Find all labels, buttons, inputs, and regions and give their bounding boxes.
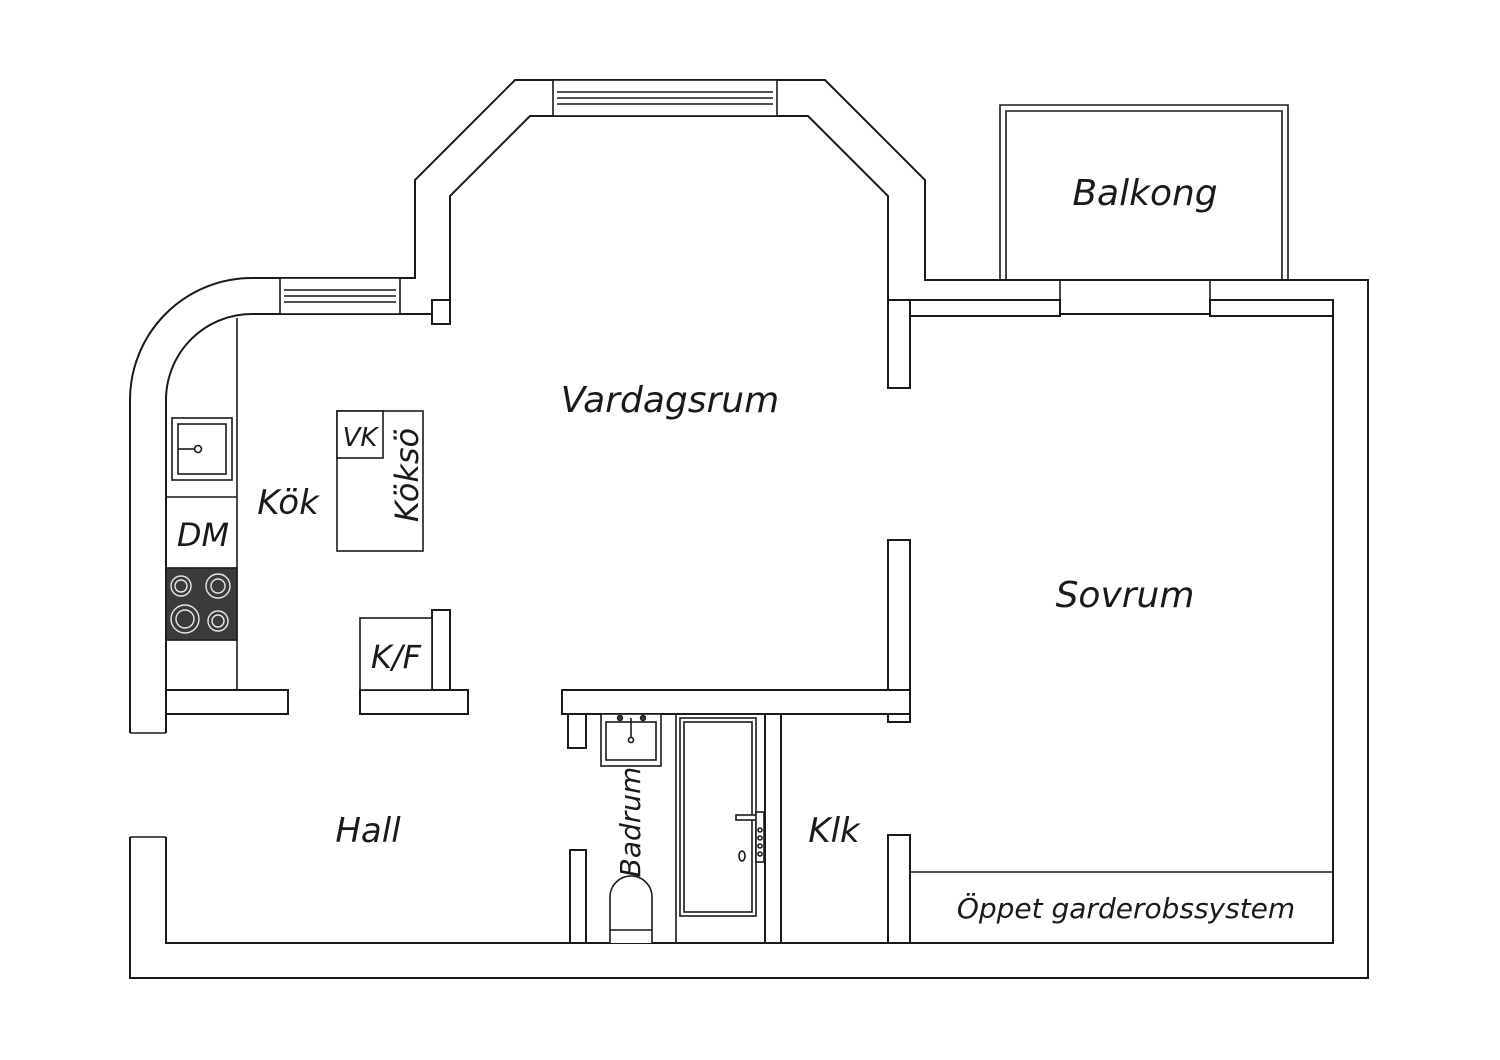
stove-icon: [165, 567, 238, 641]
interior-wall: [569, 849, 587, 944]
sink-icon: [171, 417, 233, 481]
toilet-icon: [609, 875, 653, 943]
washbasin-icon: [600, 713, 662, 767]
room-label-garderob: Öppet garderobssystem: [957, 891, 1295, 925]
interior-wall: [887, 834, 911, 944]
room-label-kokso: Köksö: [388, 428, 426, 522]
room-label-klk: Klk: [808, 811, 861, 851]
freezer-box: [336, 410, 384, 459]
room-label-vk: VK: [343, 423, 380, 453]
balcony: [999, 104, 1289, 280]
interior-wall: [165, 689, 289, 715]
room-label-dm: DM: [177, 516, 229, 554]
wall-stub: [909, 299, 1061, 317]
entrance-opening: [128, 733, 168, 837]
partition-wall: [887, 539, 911, 723]
room-label-badrum: Badrum: [614, 767, 647, 878]
interior-wall: [359, 689, 469, 715]
room-label-kok: Kök: [257, 483, 320, 523]
room-label-vardagsrum: Vardagsrum: [561, 380, 779, 421]
room-label-hall: Hall: [335, 811, 401, 851]
room-label-balkong: Balkong: [1072, 173, 1217, 214]
wall-stub: [887, 299, 911, 389]
window-kitchen: [279, 277, 401, 315]
window-top: [552, 79, 778, 117]
interior-wall: [764, 713, 782, 944]
interior-wall: [431, 609, 451, 691]
fridge-freezer: [359, 617, 433, 691]
door-handle-icon: [735, 811, 765, 863]
interior-wall: [561, 689, 911, 715]
room-label-kf: K/F: [371, 638, 422, 676]
room-label-sovrum: Sovrum: [1056, 575, 1195, 616]
wall-stub: [567, 713, 587, 749]
wall-stub: [1209, 299, 1334, 317]
wall-stub: [431, 299, 451, 325]
